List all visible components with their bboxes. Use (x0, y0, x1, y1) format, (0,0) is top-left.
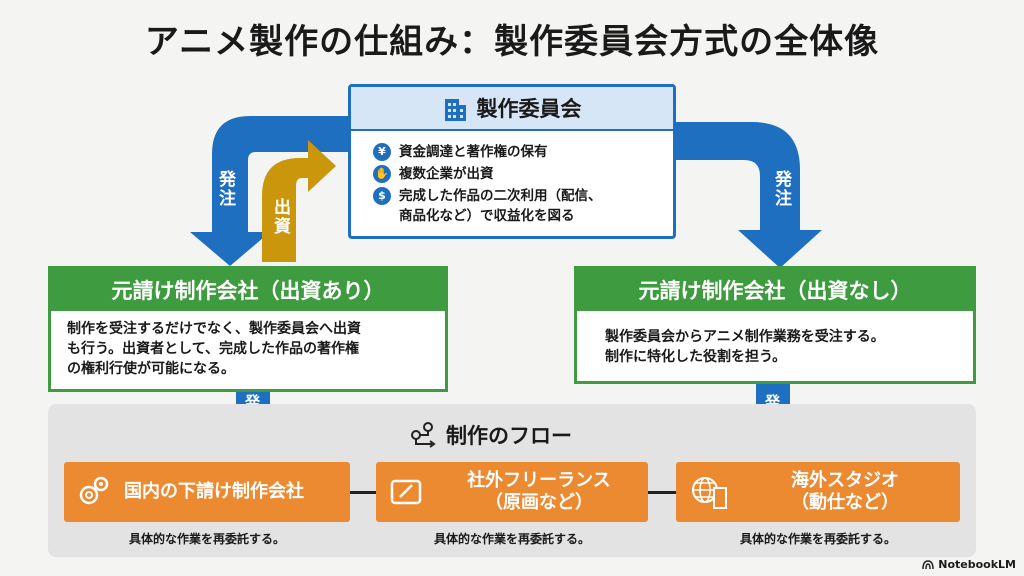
flow-item-overseas-studio: 海外スタジオ （動仕など） (676, 462, 960, 522)
order-arrow-right (676, 122, 822, 268)
committee-header: 製作委員会 (351, 87, 673, 131)
tablet-pen-icon (390, 479, 422, 505)
invest-label: 出資 (270, 198, 290, 236)
flow-caption: 具体的な作業を再委託する。 (128, 532, 285, 546)
flow-caption: 具体的な作業を再委託する。 (739, 532, 896, 546)
order-arrow-left (190, 116, 348, 266)
contractor-without-investment: 元請け制作会社（出資なし） 製作委員会からアニメ制作業務を受注する。 制作に特化… (574, 266, 976, 384)
workflow-icon (411, 422, 436, 448)
money-hand-icon: $ (373, 187, 391, 205)
yen-icon: ¥ (373, 143, 391, 161)
page-title: アニメ製作の仕組み：製作委員会方式の全体像 (144, 22, 880, 62)
flow-connector (648, 491, 676, 494)
committee-item: ¥ 資金調達と著作権の保有 (373, 143, 548, 161)
gears-icon (79, 476, 109, 505)
building-icon (444, 99, 466, 121)
notebooklm-logo-icon (922, 559, 934, 569)
flow-item-freelance: 社外フリーランス （原画など） (376, 462, 648, 522)
committee-title: 製作委員会 (476, 97, 582, 121)
flow-title: 制作のフロー (410, 420, 572, 450)
flow-caption: 具体的な作業を再委託する。 (433, 532, 590, 546)
contractor-with-investment-desc: 制作を受注するだけでなく、製作委員会へ出資 も行う。出資者として、完成した作品の… (67, 321, 361, 377)
contractor-with-investment: 元請け制作会社（出資あり） 制作を受注するだけでなく、製作委員会へ出資 も行う。… (48, 266, 448, 392)
flow-item-domestic-subcontractor: 国内の下請け制作会社 (64, 462, 350, 522)
contractor-without-investment-desc: 製作委員会からアニメ制作業務を受注する。 制作に特化した役割を担う。 (605, 329, 885, 365)
contractor-without-investment-title: 元請け制作会社（出資なし） (577, 269, 973, 311)
contractor-with-investment-title: 元請け制作会社（出資あり） (51, 269, 445, 311)
order-label-left: 発注 (215, 170, 235, 208)
flow-connector (348, 491, 376, 494)
globe-building-icon (692, 477, 727, 509)
committee-item: ✋ 複数企業が出資 (373, 165, 494, 183)
handshake-icon: ✋ (373, 165, 391, 183)
brand-watermark: NotebookLM (922, 558, 1016, 571)
committee-item-continued: 商品化など）で収益化を図る (399, 208, 575, 224)
committee-item: $ 完成した作品の二次利用（配信、 (373, 187, 602, 205)
invest-arrow (262, 140, 336, 262)
production-committee-box: 製作委員会 ¥ 資金調達と著作権の保有 ✋ 複数企業が出資 $ 完成した作品の二… (348, 84, 676, 239)
order-label-right: 発注 (771, 170, 791, 208)
